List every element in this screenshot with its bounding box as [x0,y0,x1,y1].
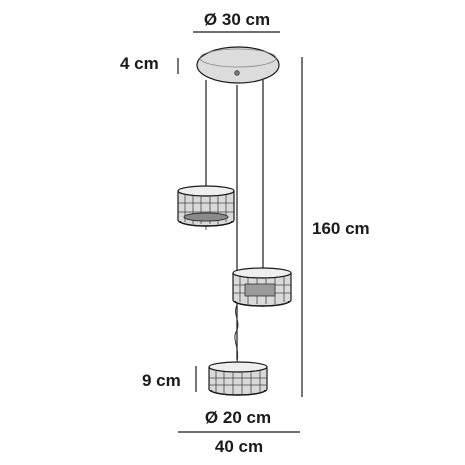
canopy-screw-icon [234,70,240,76]
shade-lower [208,361,268,396]
shade-diameter-label: Ø 20 cm [205,408,271,427]
shade-cord [234,304,239,363]
shade-middle [232,267,292,307]
total-height-label: 160 cm [312,219,370,238]
total-width-label: 40 cm [215,437,263,456]
canopy-diameter-label: Ø 30 cm [204,10,270,29]
ceiling-canopy [196,46,280,84]
shade-upper [177,185,235,227]
shade-height-label: 9 cm [142,371,181,390]
canopy-height-label: 4 cm [120,54,159,73]
